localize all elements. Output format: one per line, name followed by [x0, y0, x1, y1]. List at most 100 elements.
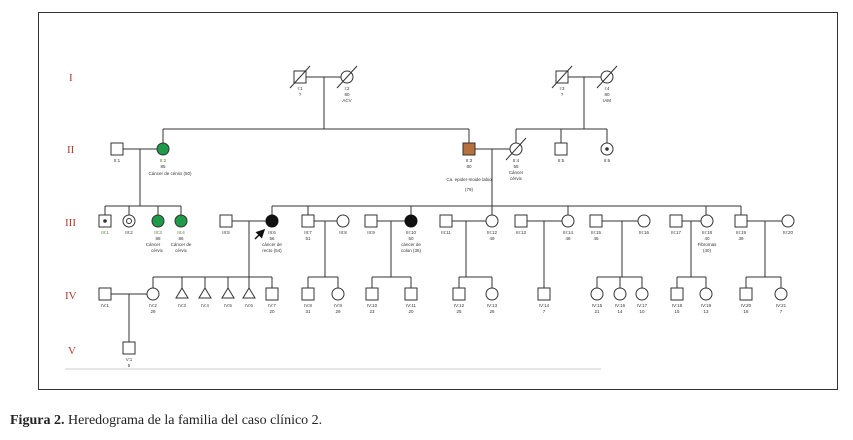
- individual-II5-id: II:5: [558, 158, 565, 163]
- individual-IV2-symbol: [146, 287, 160, 301]
- individual-IV13-symbol: [485, 287, 499, 301]
- individual-IV21-age: 7: [780, 309, 783, 314]
- individual-IV5-id: IV:5: [224, 303, 232, 308]
- individual-III11-id: III:11: [441, 230, 451, 235]
- individual-IV6-symbol: [242, 287, 256, 299]
- individual-III12-age: 49: [489, 236, 495, 241]
- individual-IV9-age: 29: [335, 309, 341, 314]
- individual-III18-note: Fibromas: [698, 242, 718, 247]
- individual-III6-id: III:6: [268, 230, 276, 235]
- individual-IV3-id: IV:3: [178, 303, 186, 308]
- individual-IV15-age: 21: [594, 309, 600, 314]
- individual-IV20-id: IV:20: [741, 303, 752, 308]
- individual-III3-age: 88: [155, 236, 161, 241]
- individual-III10-symbol: [404, 214, 418, 228]
- individual-III19-symbol: [734, 214, 748, 228]
- figure-caption-label: Figura 2.: [10, 413, 65, 428]
- individual-III11-symbol: [439, 214, 453, 228]
- generation-label-2: II: [67, 144, 75, 156]
- individual-III15-symbol: [589, 214, 603, 228]
- carrier-ring: [126, 218, 132, 224]
- individual-II2-symbol: [156, 142, 170, 156]
- individual-III2-id: III:2: [125, 230, 133, 235]
- pedigree-chart: I II III IV V: [65, 65, 795, 370]
- individual-II2-age: 85: [160, 164, 166, 169]
- individual-III15-age: 45: [593, 236, 599, 241]
- individual-IV12-id: IV:12: [454, 303, 465, 308]
- individual-III3-note: Cáncer: [146, 242, 161, 247]
- individual-III15-id: III:15: [591, 230, 602, 235]
- individual-III3-id: III:3: [154, 230, 162, 235]
- individual-I3-id: I:3: [559, 86, 565, 91]
- individual-III12-id: III:12: [487, 230, 498, 235]
- individual-III9-symbol: [364, 214, 378, 228]
- individual-IV1-symbol: [98, 287, 112, 301]
- individual-III3-symbol: [151, 214, 165, 228]
- individual-III13-symbol: [514, 214, 528, 228]
- individual-IV8-age: 31: [305, 309, 311, 314]
- individual-II3-note: Ca. epider-moide labio: [446, 177, 492, 182]
- individual-I2-id: I:2: [344, 86, 350, 91]
- individual-IV8-id: IV:8: [304, 303, 312, 308]
- individual-III10-age: 50: [408, 236, 414, 241]
- individual-IV6-id: IV:6: [245, 303, 253, 308]
- individual-IV15-id: IV:15: [592, 303, 603, 308]
- individual-III14-id: III:14: [563, 230, 574, 235]
- individual-III13-id: III:13: [516, 230, 527, 235]
- individual-IV16-age: 14: [617, 309, 623, 314]
- individual-II4-age: 55: [513, 164, 519, 169]
- individual-IV14-symbol: [537, 287, 551, 301]
- individual-IV18-id: IV:18: [672, 303, 683, 308]
- individual-IV16-symbol: [613, 287, 627, 301]
- individual-II3-age: 80: [466, 164, 472, 169]
- individual-IV11-age: 20: [408, 309, 414, 314]
- individual-IV21-symbol: [774, 287, 788, 301]
- individual-IV16-id: IV:16: [615, 303, 626, 308]
- individual-IV14-age: 7: [543, 309, 546, 314]
- individual-III7-symbol: [301, 214, 315, 228]
- deceased-mark: [596, 65, 618, 89]
- individual-IV4-symbol: [198, 287, 212, 299]
- individual-II2-id: II:2: [160, 158, 167, 163]
- individual-V1-symbol: [122, 341, 136, 355]
- individual-IV10-age: 23: [369, 309, 375, 314]
- individual-IV17-id: IV:17: [637, 303, 648, 308]
- deceased-mark: [505, 137, 527, 161]
- carrier-dot: [605, 147, 609, 151]
- individual-II2-note: Cáncer de cérvix (50): [148, 171, 192, 176]
- individual-IV11-id: IV:11: [406, 303, 417, 308]
- individual-III14-age: 48: [565, 236, 571, 241]
- individual-I2-note: ACV: [342, 98, 351, 103]
- individual-III18-id: III:18: [702, 230, 713, 235]
- individual-IV8-symbol: [301, 287, 315, 301]
- individual-I4-id: I:4: [604, 86, 610, 91]
- generation-label-3: III: [65, 217, 76, 229]
- individual-III8-symbol: [336, 214, 350, 228]
- individual-IV12-symbol: [452, 287, 466, 301]
- individual-II4-note2: cérvix: [510, 176, 523, 181]
- individual-III9-id: III:9: [367, 230, 375, 235]
- individual-IV2-age: 29: [150, 309, 156, 314]
- deceased-mark: [289, 65, 311, 89]
- individual-III7-age: 51: [305, 236, 311, 241]
- individual-IV10-id: IV:10: [367, 303, 378, 308]
- individual-IV20-symbol: [739, 287, 753, 301]
- figure-caption-text: Heredograma de la familia del caso clíni…: [67, 413, 323, 428]
- figure-caption: Figura 2. Heredograma de la familia del …: [10, 413, 322, 429]
- individual-II6-id: II:6: [604, 158, 611, 163]
- individual-IV19-id: IV:19: [701, 303, 712, 308]
- generation-label-5: V: [68, 345, 76, 357]
- individual-III17-id: III:17: [671, 230, 682, 235]
- individual-III6-symbol: [265, 214, 279, 228]
- individual-IV13-id: IV:13: [487, 303, 498, 308]
- relationship-lines: [104, 76, 782, 342]
- individual-III16-symbol: [637, 214, 651, 228]
- individual-IV21-id: IV:21: [776, 303, 787, 308]
- individual-III8-id: III:8: [339, 230, 347, 235]
- individual-IV9-symbol: [331, 287, 345, 301]
- individual-III18-age: 40: [704, 236, 710, 241]
- individual-III6-note2: recto (54): [262, 248, 282, 253]
- pedigree-frame: I II III IV V: [38, 12, 838, 390]
- individual-IV7-age: 20: [269, 309, 275, 314]
- individual-IV10-symbol: [365, 287, 379, 301]
